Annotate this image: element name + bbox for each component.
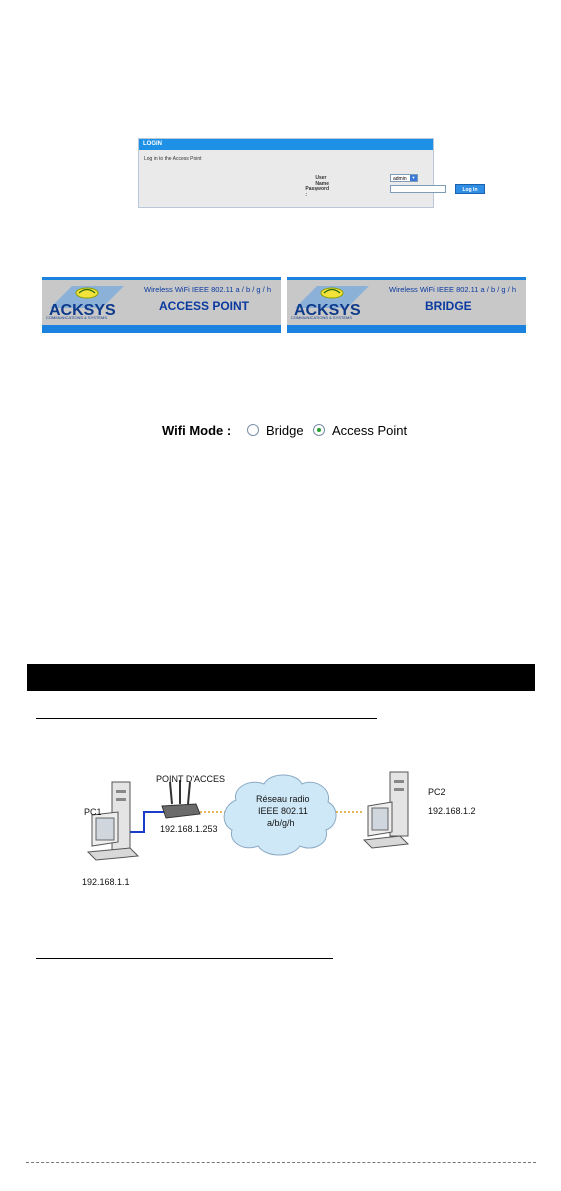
svg-text:ACKSYS: ACKSYS xyxy=(49,302,116,319)
radio-bridge[interactable] xyxy=(247,424,259,436)
pc1-computer-icon xyxy=(86,781,140,861)
cloud-text-line-3: a/b/g/h xyxy=(267,818,295,828)
access-point-label: POINT D'ACCES xyxy=(156,774,225,784)
user-name-select[interactable]: admin ▼ xyxy=(390,174,418,182)
user-name-label: User Name : xyxy=(315,175,329,193)
access-point-ip: 192.168.1.253 xyxy=(160,824,218,834)
radio-access-point[interactable] xyxy=(313,424,325,436)
login-button[interactable]: Log In xyxy=(455,184,485,194)
wifi-mode-label: Wifi Mode : xyxy=(162,423,232,438)
chevron-down-icon: ▼ xyxy=(410,175,417,181)
access-point-icon xyxy=(161,780,201,819)
acksys-logo: ACKSYS xyxy=(49,286,124,319)
password-input[interactable] xyxy=(390,185,446,193)
network-diagram: PC1 192.168.1.1 POINT D'ACCES 192.168.1.… xyxy=(82,771,476,887)
pc1-label: PC1 xyxy=(84,807,102,817)
acksys-logo: ACKSYS xyxy=(294,286,369,319)
banner-mode-title: ACCESS POINT xyxy=(159,299,250,313)
banner-subtitle: Wireless WiFi IEEE 802.11 a / b / g / h xyxy=(389,285,516,294)
banner-subtitle: Wireless WiFi IEEE 802.11 a / b / g / h xyxy=(144,285,271,294)
banner-access-point: ACKSYS COMMUNICATIONS & SYSTEMS Wireless… xyxy=(42,277,281,333)
heading-underline xyxy=(36,958,333,959)
pc2-computer-icon xyxy=(362,771,410,849)
ethernet-cable xyxy=(130,811,166,833)
section-title-bar xyxy=(27,664,535,691)
pc1-ip: 192.168.1.1 xyxy=(82,877,130,887)
radio-bridge-label[interactable]: Bridge xyxy=(266,423,304,438)
pc2-ip: 192.168.1.2 xyxy=(428,806,476,816)
page-footer-divider xyxy=(26,1162,536,1163)
brand-subtitle: COMMUNICATIONS & SYSTEMS xyxy=(291,315,353,320)
login-intro: Log in to the Access Point xyxy=(144,156,202,162)
login-panel: LOGIN Log in to the Access Point User Na… xyxy=(138,138,485,208)
radio-network-cloud xyxy=(223,774,337,856)
password-label: Password : xyxy=(305,186,329,198)
brand-subtitle: COMMUNICATIONS & SYSTEMS xyxy=(46,315,108,320)
radio-access-point-label[interactable]: Access Point xyxy=(332,423,408,438)
banner-mode-title: BRIDGE xyxy=(425,299,472,313)
cloud-text-line-2: IEEE 802.11 xyxy=(258,806,308,816)
heading-underline xyxy=(36,718,377,719)
cloud-text-line-1: Réseau radio xyxy=(256,794,310,804)
svg-text:ACKSYS: ACKSYS xyxy=(294,302,361,319)
pc2-label: PC2 xyxy=(428,787,446,797)
login-header: LOGIN xyxy=(139,139,433,150)
banner-bridge: ACKSYS COMMUNICATIONS & SYSTEMS Wireless… xyxy=(287,277,526,333)
